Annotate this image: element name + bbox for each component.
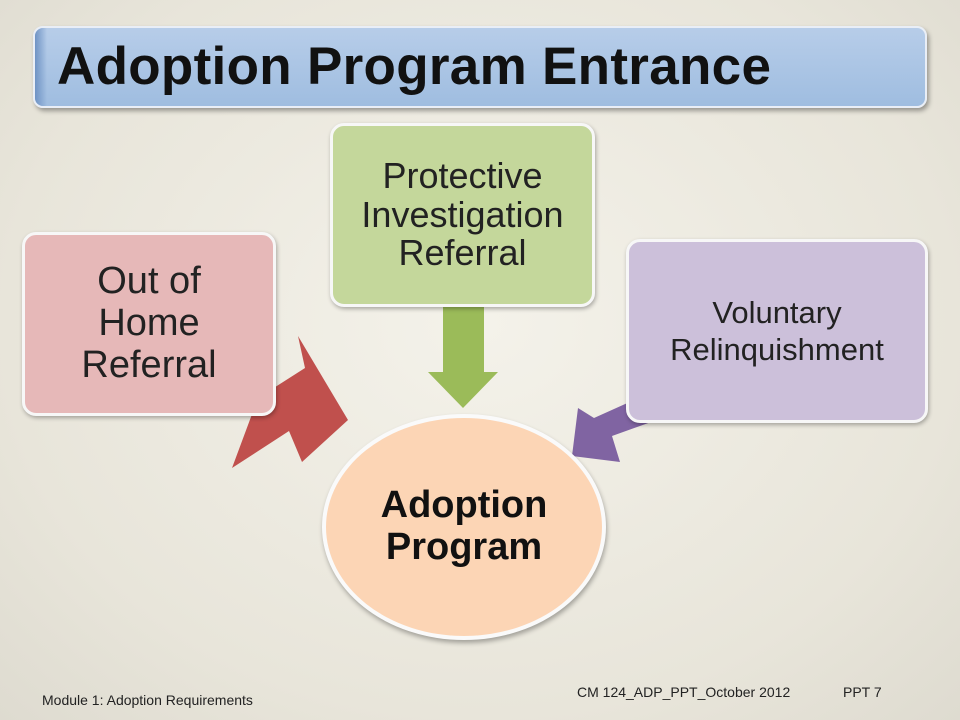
voluntary-relinquishment-label: Voluntary Relinquishment xyxy=(670,294,884,367)
adoption-program-label: Adoption Program xyxy=(380,484,548,568)
slide-title: Adoption Program Entrance xyxy=(57,37,772,96)
protective-investigation-referral-label: Protective Investigation Referral xyxy=(361,154,564,274)
out-of-home-referral-box: Out of Home Referral xyxy=(22,232,276,416)
adoption-program-node: Adoption Program xyxy=(322,414,606,640)
footer-module: Module 1: Adoption Requirements xyxy=(42,692,253,708)
footer-code: CM 124_ADP_PPT_October 2012 xyxy=(577,684,791,700)
voluntary-relinquishment-box: Voluntary Relinquishment xyxy=(626,239,928,423)
protective-investigation-referral-box: Protective Investigation Referral xyxy=(330,123,595,307)
title-bar: Adoption Program Entrance xyxy=(33,26,927,108)
footer-page-number: PPT 7 xyxy=(843,684,882,700)
arrow-top xyxy=(428,305,498,408)
arrow-left xyxy=(232,336,348,468)
out-of-home-referral-label: Out of Home Referral xyxy=(81,260,217,386)
